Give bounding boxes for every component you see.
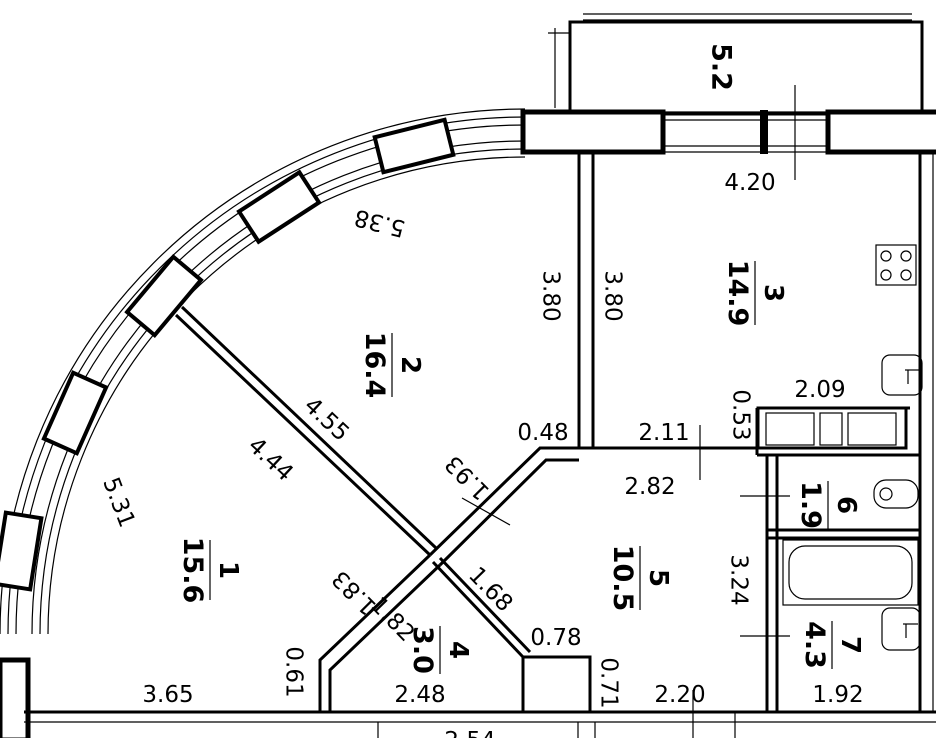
shelving-unit: [756, 406, 908, 450]
room-area: 4.3: [799, 621, 830, 669]
room-number: 6: [831, 496, 861, 514]
dim-r7-bottom: 1.92: [812, 682, 863, 708]
dim-wall-4-44: 4.44: [243, 433, 298, 487]
balcony-area-label: 5.2: [706, 43, 737, 91]
dim-r2-height: 3.80: [538, 270, 564, 321]
dim-corr-282: 2.82: [624, 474, 675, 500]
dim-r4-bottom: 2.48: [394, 682, 445, 708]
room-5-label: 5 10.5: [607, 545, 673, 612]
dim-corr-bottom: 2.20: [654, 682, 705, 708]
room-area: 15.6: [177, 537, 208, 604]
dim-r3-height: 3.80: [600, 270, 626, 321]
dimension-guides: [461, 425, 790, 738]
room-area: 10.5: [607, 545, 638, 612]
room-6-label: 6 1.9: [795, 481, 861, 529]
bathtub-icon: [782, 539, 919, 606]
washbasin-icon: [881, 607, 921, 651]
left-wall-stub: [0, 657, 31, 738]
room-2-label: 2 16.4: [359, 332, 425, 399]
dim-small-053: 0.53: [728, 389, 754, 440]
dim-r3-width: 4.20: [724, 170, 775, 196]
room-area: 14.9: [722, 260, 753, 327]
curved-exterior-wall: [0, 108, 526, 635]
room-number: 4: [443, 641, 473, 659]
dim-corr-211: 2.11: [638, 420, 689, 446]
dim-diag-193: 1.93: [440, 450, 495, 505]
room-number: 5: [643, 569, 673, 587]
dim-bath-top-width: 2.09: [794, 377, 845, 403]
stove-icon: [875, 244, 917, 286]
room-number: 1: [213, 561, 243, 579]
dim-small-078: 0.78: [530, 625, 581, 651]
room-area: 3.0: [407, 626, 438, 674]
dim-small-071: 0.71: [596, 657, 622, 708]
top-exterior-wall: [520, 109, 936, 155]
dim-arc-lower: 5.31: [97, 474, 140, 531]
room-4-label: 4 3.0: [407, 626, 473, 674]
dim-r1-bottom: 3.65: [142, 682, 193, 708]
dim-partial-bottom: 2.54: [444, 728, 495, 738]
room-1-label: 1 15.6: [177, 537, 243, 604]
room-7-label: 7 4.3: [799, 621, 865, 669]
sink-icon: [881, 354, 923, 396]
dim-small-048: 0.48: [517, 420, 568, 446]
arc-windows: [0, 117, 456, 592]
interior-walls: [174, 152, 934, 712]
room-number: 3: [758, 284, 788, 302]
room-number: 7: [835, 636, 865, 654]
room-number: 2: [395, 356, 425, 374]
balcony: [548, 13, 924, 180]
room-area: 16.4: [359, 332, 390, 399]
room-area: 1.9: [795, 481, 826, 529]
room-3-label: 3 14.9: [722, 260, 788, 327]
dim-h-324: 3.24: [726, 554, 752, 605]
dim-r1-side: 0.61: [281, 646, 307, 697]
toilet-icon: [873, 479, 919, 509]
dim-arc-upper: 5.38: [352, 204, 408, 242]
bottom-wall: [24, 710, 936, 738]
